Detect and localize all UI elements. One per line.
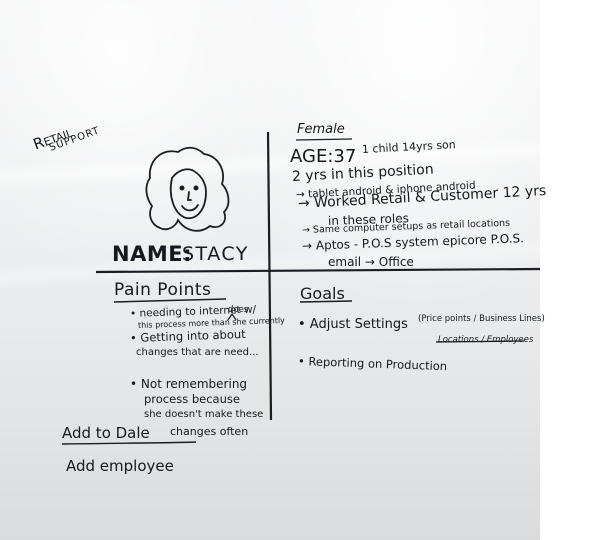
detail-email: email → Office bbox=[328, 255, 414, 269]
pain-point-3-line-1: • Not remembering bbox=[130, 377, 248, 391]
persona-name-label: NAME: bbox=[112, 242, 192, 266]
persona-name-value: STACY bbox=[182, 243, 249, 265]
add-employee-note: Add employee bbox=[66, 457, 174, 475]
vertical-divider-line bbox=[266, 131, 273, 421]
goal-1: • Adjust Settings bbox=[298, 317, 408, 332]
pain-points-underline bbox=[113, 298, 227, 303]
add-to-dale-underline bbox=[61, 441, 197, 445]
pain-point-2-line-2: changes that are need... bbox=[136, 347, 259, 358]
goal-1-detail: (Price points / Business Lines) bbox=[418, 314, 545, 324]
marker-drawings bbox=[61, 131, 541, 445]
female-underline bbox=[295, 138, 353, 141]
detail-gender: Female bbox=[297, 122, 345, 137]
pain-point-3-line-3: she doesn't make these bbox=[144, 409, 264, 420]
persona-portrait-sketch bbox=[145, 146, 230, 232]
insertion-caret bbox=[227, 312, 237, 321]
add-to-dale-note: Add to Dale bbox=[62, 424, 150, 442]
pain-point-3-line-4: changes often bbox=[170, 425, 249, 438]
pain-point-1-insert: does bbox=[228, 305, 249, 315]
pain-point-3-line-2: process because bbox=[144, 392, 240, 406]
goals-heading: Goals bbox=[300, 284, 345, 303]
detail-age: AGE:37 bbox=[290, 146, 357, 167]
pain-points-heading: Pain Points bbox=[114, 280, 212, 300]
horizontal-divider-line bbox=[95, 267, 541, 274]
strikethrough-line bbox=[435, 340, 525, 343]
goal-1-crossed-out: Locations / Employees bbox=[438, 335, 534, 345]
goals-underline bbox=[299, 300, 353, 303]
